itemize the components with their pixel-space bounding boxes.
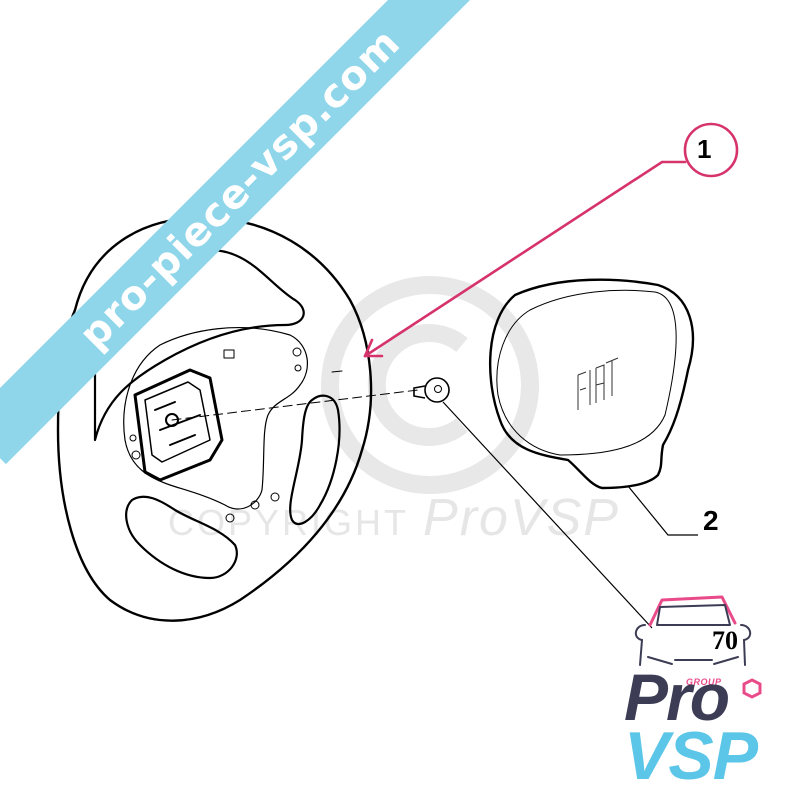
logo-pro-text: Pro <box>624 660 730 734</box>
logo-vsp-text: VSP <box>624 718 758 794</box>
logo-group-text: GROUP <box>686 677 722 687</box>
screw-icon <box>413 377 450 403</box>
callout-1-label: 1 <box>697 134 712 164</box>
callout-2-label: 2 <box>703 505 719 536</box>
callout-70-label: 70 <box>712 626 738 655</box>
fiat-emblem-icon <box>577 357 619 410</box>
